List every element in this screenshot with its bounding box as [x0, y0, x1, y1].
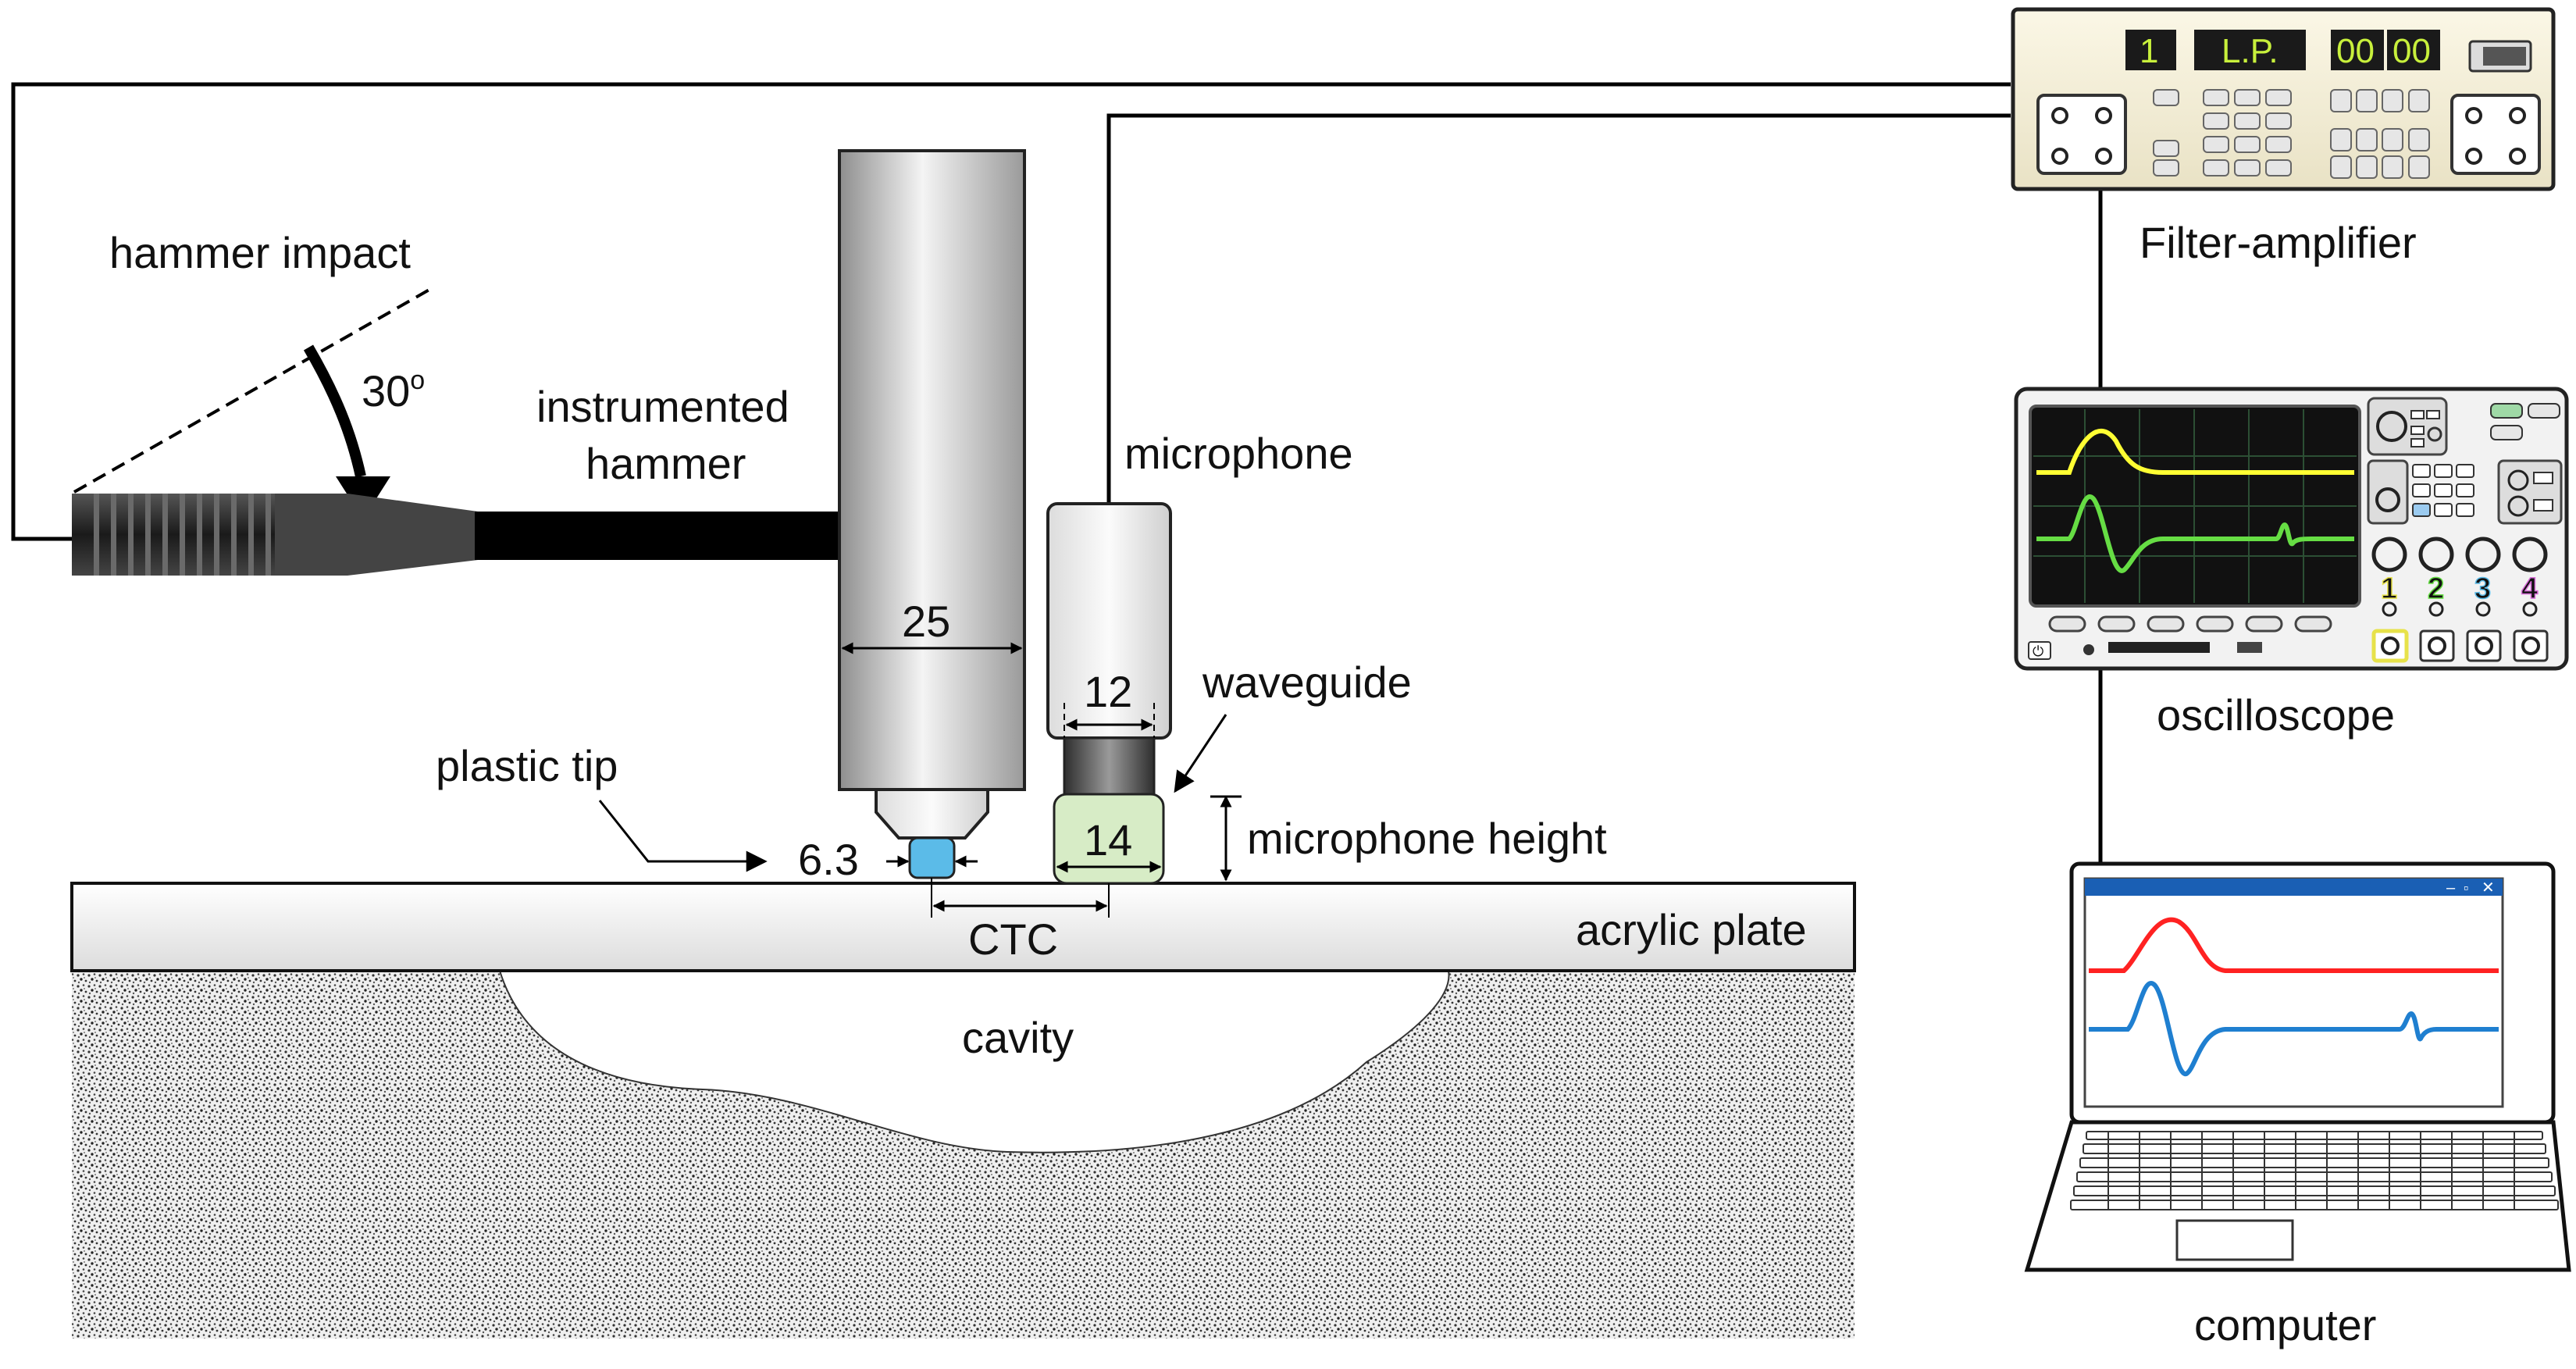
- impact-angle-arrow: [303, 344, 366, 478]
- fa-display-value-b: [2387, 30, 2440, 70]
- computer-window-titlebar: [2085, 879, 2503, 896]
- hammer-diameter-value: 25: [902, 597, 950, 646]
- hammer-head: [838, 149, 1026, 791]
- impact-angle-line: [73, 286, 434, 494]
- channel-label-4: 4: [2521, 572, 2538, 605]
- angle-label: 30o: [362, 365, 425, 415]
- oscilloscope-green-button[interactable]: [2490, 403, 2523, 419]
- channel-label-3: 3: [2474, 572, 2491, 605]
- microphone-cable: [1106, 113, 2011, 504]
- fa-display-value-b-text: 00: [2393, 32, 2431, 70]
- power-icon: ⏻: [2033, 644, 2043, 659]
- computer-label: computer: [2194, 1300, 2376, 1349]
- fa-display-channel: [2125, 30, 2176, 70]
- computer-trace-2: [2089, 981, 2499, 1076]
- hammer-taper: [275, 494, 478, 576]
- oscilloscope: 1 2 3 4 ⏻: [2014, 387, 2569, 671]
- fa-display-value-a: [2331, 30, 2384, 70]
- oscilloscope-soft-keys[interactable]: [2048, 615, 2332, 633]
- microphone-height-label: microphone height: [1247, 814, 1607, 863]
- window-close-icon[interactable]: ✕: [2482, 879, 2495, 897]
- computer: – ▫ ✕: [2024, 861, 2571, 1272]
- channel-label-2: 2: [2428, 572, 2444, 605]
- instrumented-hammer-label-line1: instrumented: [536, 382, 789, 431]
- ctc-label: CTC: [968, 914, 1058, 964]
- microphone-diameter-value: 12: [1084, 667, 1132, 716]
- fa-button-grid[interactable]: [2153, 89, 2430, 179]
- plastic-tip-pointer: [598, 800, 768, 872]
- fa-display-value-a-text: 00: [2336, 32, 2375, 70]
- oscilloscope-power-button[interactable]: [2028, 641, 2051, 660]
- fa-connector-panel-right[interactable]: [2450, 94, 2541, 175]
- oscilloscope-channel-knobs[interactable]: [2371, 537, 2548, 572]
- computer-window: [2083, 877, 2504, 1108]
- channel-label-1: 1: [2381, 572, 2397, 605]
- oscilloscope-control-panel-right[interactable]: [2497, 459, 2563, 525]
- microphone-capsule: [1063, 736, 1156, 796]
- filter-amplifier-label: Filter-amplifier: [2140, 218, 2417, 267]
- hammer-impact-label: hammer impact: [109, 228, 411, 277]
- oscilloscope-label: oscilloscope: [2157, 690, 2395, 740]
- hammer-shaft: [475, 512, 842, 560]
- computer-keyboard[interactable]: [2070, 1131, 2559, 1210]
- oscilloscope-knob-top[interactable]: [2376, 411, 2407, 442]
- oscilloscope-button-grid[interactable]: [2412, 464, 2474, 517]
- oscilloscope-usb-slot: [2108, 642, 2210, 653]
- plastic-tip: [908, 836, 956, 879]
- hammer-cable: [11, 82, 2011, 541]
- oscilloscope-control-panel-mid[interactable]: [2367, 459, 2409, 525]
- tip-diameter-value: 6.3: [798, 835, 859, 884]
- fa-connector-panel-left[interactable]: [2036, 94, 2127, 175]
- window-minimize-icon[interactable]: –: [2446, 879, 2456, 897]
- oscilloscope-trace-1: [2036, 429, 2354, 475]
- oscilloscope-input-connectors[interactable]: [2371, 629, 2549, 663]
- hammer-tip-holder: [875, 788, 989, 840]
- cavity-label: cavity: [962, 1013, 1074, 1062]
- acrylic-plate-label: acrylic plate: [1576, 905, 1807, 954]
- hammer-grip: [72, 494, 275, 576]
- instrumented-hammer-label-line2: hammer: [586, 439, 746, 488]
- fa-display-mode-text: L.P.: [2221, 32, 2278, 70]
- waveguide-diameter-value: 14: [1084, 815, 1132, 865]
- fa-display-mode: [2194, 30, 2306, 70]
- computer-touchpad[interactable]: [2175, 1219, 2294, 1261]
- microphone-label: microphone: [1124, 429, 1353, 478]
- acrylic-plate: [70, 882, 1856, 972]
- waveguide-pointer: [1174, 714, 1227, 793]
- filter-amplifier: 1 L.P. 00 00: [2011, 7, 2556, 191]
- fa-display-channel-text: 1: [2140, 32, 2158, 70]
- window-maximize-icon[interactable]: ▫: [2464, 880, 2468, 896]
- plastic-tip-label: plastic tip: [436, 741, 618, 790]
- hammer-grip-ridges: [94, 494, 271, 576]
- oscilloscope-trace-2: [2036, 494, 2354, 573]
- cavity-region: [498, 970, 1450, 1153]
- waveguide-label: waveguide: [1202, 658, 1412, 707]
- computer-trace-1: [2089, 917, 2499, 973]
